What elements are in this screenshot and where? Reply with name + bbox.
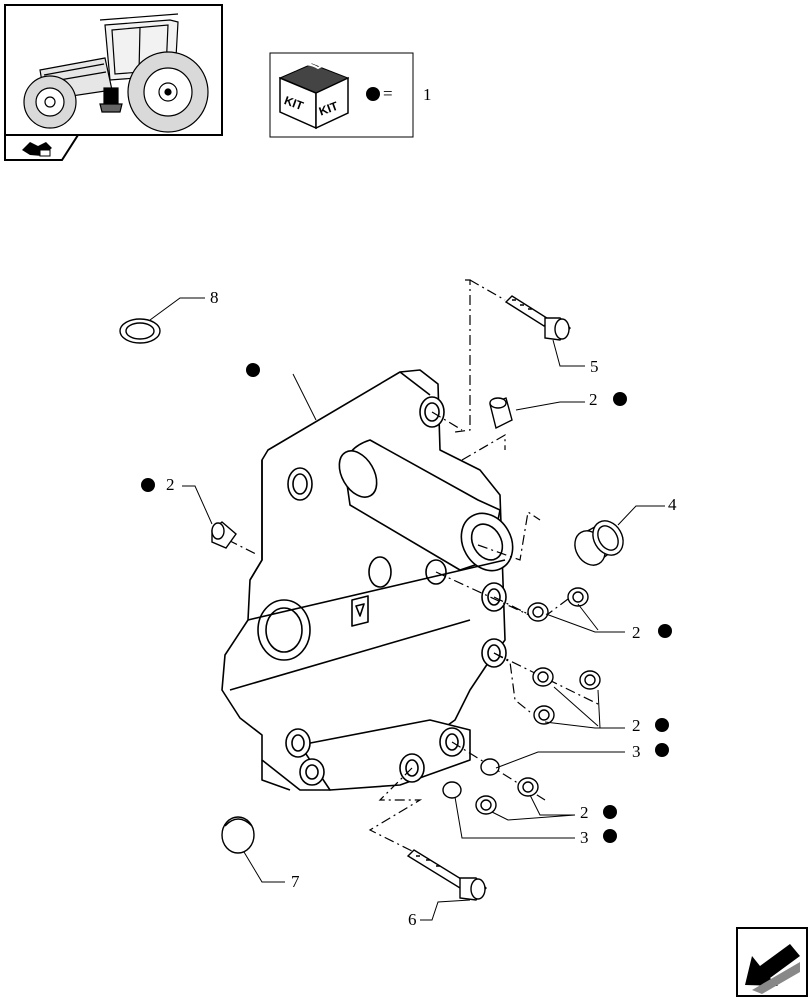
callout-8: 8 bbox=[210, 288, 219, 307]
kit-reference-number: 1 bbox=[423, 85, 432, 104]
kit-dot-icon bbox=[655, 743, 669, 757]
kit-word-right: KIT bbox=[317, 99, 341, 119]
callout-2a: 2 bbox=[589, 390, 598, 409]
callout-2c: 2 bbox=[632, 623, 641, 642]
part-2-plugs-right bbox=[475, 587, 601, 815]
kit-dot-icon bbox=[613, 392, 627, 406]
kit-dot-icon bbox=[603, 805, 617, 819]
section-marker-icon bbox=[22, 142, 52, 157]
section-marker[interactable] bbox=[4, 134, 80, 161]
kit-word-left: KIT bbox=[282, 93, 306, 113]
leader-lines bbox=[149, 297, 665, 921]
callout-7: 7 bbox=[291, 872, 300, 891]
callout-2d: 2 bbox=[632, 716, 641, 735]
kit-dot-icon bbox=[246, 363, 260, 377]
equals-sign: = bbox=[383, 84, 393, 103]
part-8-o-ring bbox=[119, 318, 161, 344]
part-2-plug-left bbox=[211, 521, 237, 549]
callout-3a: 3 bbox=[632, 742, 641, 761]
part-3-washers bbox=[442, 758, 500, 799]
callout-2e: 2 bbox=[580, 803, 589, 822]
next-page-arrow-icon bbox=[745, 944, 800, 994]
callouts: 8 5 2 2 4 2 2 3 2 3 7 6 bbox=[141, 288, 677, 929]
part-2-plug-top bbox=[489, 397, 513, 430]
tractor-thumbnail-icon bbox=[23, 13, 209, 133]
part-6-bolt bbox=[406, 849, 487, 901]
callout-5: 5 bbox=[590, 357, 599, 376]
kit-dot-icon bbox=[658, 624, 672, 638]
kit-dot-icon bbox=[141, 478, 155, 492]
hydraulic-housing bbox=[221, 369, 514, 791]
kit-dot-icon bbox=[366, 87, 380, 101]
part-7-cap bbox=[221, 816, 255, 854]
kit-box-icon: KIT KIT bbox=[278, 63, 350, 130]
part-4-bushing bbox=[574, 520, 624, 567]
callout-3b: 3 bbox=[580, 828, 589, 847]
callout-2b: 2 bbox=[166, 475, 175, 494]
part-5-bolt bbox=[504, 295, 571, 341]
next-page-button[interactable] bbox=[736, 927, 808, 997]
kit-legend: KIT KIT = 1 bbox=[269, 52, 432, 138]
tractor-thumbnail bbox=[4, 4, 223, 136]
callout-6: 6 bbox=[408, 910, 417, 929]
loose-parts bbox=[119, 295, 624, 901]
callout-4: 4 bbox=[668, 495, 677, 514]
kit-dot-icon bbox=[655, 718, 669, 732]
kit-dot-icon bbox=[603, 829, 617, 843]
